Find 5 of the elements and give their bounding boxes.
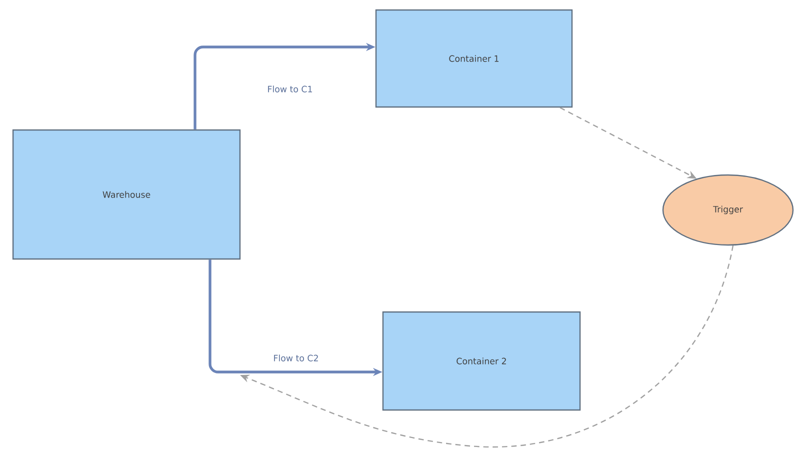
- process-box: Container 2: [382, 311, 581, 411]
- edge-label: Flow to C2: [272, 353, 320, 363]
- process-box: Container 1: [375, 9, 573, 108]
- edge-label: Flow to C1: [266, 84, 314, 94]
- process-box: Warehouse: [12, 129, 241, 260]
